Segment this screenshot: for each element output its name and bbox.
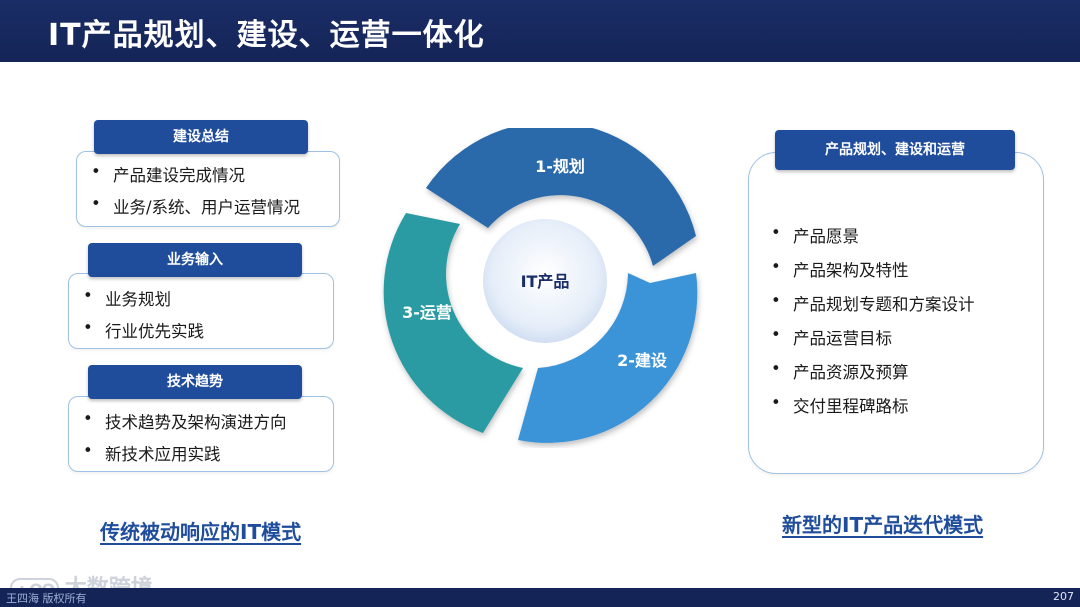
- business-input-box: 业务规划 行业优先实践: [68, 273, 334, 349]
- list-item: 技术趋势及架构演进方向: [79, 409, 287, 433]
- business-input-tag: 业务输入: [88, 243, 302, 277]
- build-summary-list: 产品建设完成情况 业务/系统、用户运营情况: [87, 162, 300, 218]
- list-item: 业务规划: [79, 286, 204, 310]
- cycle-segment-plan: [426, 128, 696, 266]
- cycle-segment-build: [518, 273, 698, 443]
- footer-bar: 王四海 版权所有 207: [0, 588, 1080, 607]
- list-item: 产品规划专题和方案设计: [767, 291, 975, 315]
- list-item: 业务/系统、用户运营情况: [87, 194, 300, 218]
- build-summary-box: 产品建设完成情况 业务/系统、用户运营情况: [76, 151, 340, 227]
- business-input-list: 业务规划 行业优先实践: [79, 286, 204, 342]
- build-summary-tag: 建设总结: [94, 120, 308, 154]
- list-item: 产品架构及特性: [767, 257, 975, 281]
- right-panel-list: 产品愿景 产品架构及特性 产品规划专题和方案设计 产品运营目标 产品资源及预算 …: [767, 223, 975, 417]
- tech-trend-list: 技术趋势及架构演进方向 新技术应用实践: [79, 409, 287, 465]
- list-item: 产品资源及预算: [767, 359, 975, 383]
- right-caption: 新型的IT产品迭代模式: [782, 513, 984, 537]
- cycle-center-label: IT产品: [521, 272, 570, 291]
- tech-trend-tag: 技术趋势: [88, 365, 302, 399]
- list-item: 行业优先实践: [79, 318, 204, 342]
- right-panel-tag: 产品规划、建设和运营: [775, 130, 1015, 170]
- cycle-segment-operate: [383, 213, 523, 433]
- list-item: 新技术应用实践: [79, 441, 287, 465]
- cycle-center: [483, 219, 607, 343]
- page-title: IT产品规划、建设、运营一体化: [48, 18, 485, 53]
- left-caption: 传统被动响应的IT模式: [100, 520, 302, 544]
- list-item: 交付里程碑路标: [767, 393, 975, 417]
- copyright-text: 王四海 版权所有: [6, 592, 87, 605]
- list-item: 产品运营目标: [767, 325, 975, 349]
- cycle-label-plan: 1-规划: [535, 157, 585, 176]
- title-bar: IT产品规划、建设、运营一体化: [0, 0, 1080, 62]
- tech-trend-box: 技术趋势及架构演进方向 新技术应用实践: [68, 396, 334, 472]
- page-number: 207: [1053, 590, 1074, 603]
- cycle-label-operate: 3-运营: [402, 303, 452, 322]
- list-item: 产品愿景: [767, 223, 975, 247]
- cycle-diagram: IT产品 1-规划 2-建设 3-运营: [383, 128, 698, 443]
- cycle-label-build: 2-建设: [617, 351, 668, 370]
- right-panel: 产品愿景 产品架构及特性 产品规划专题和方案设计 产品运营目标 产品资源及预算 …: [748, 152, 1044, 474]
- list-item: 产品建设完成情况: [87, 162, 300, 186]
